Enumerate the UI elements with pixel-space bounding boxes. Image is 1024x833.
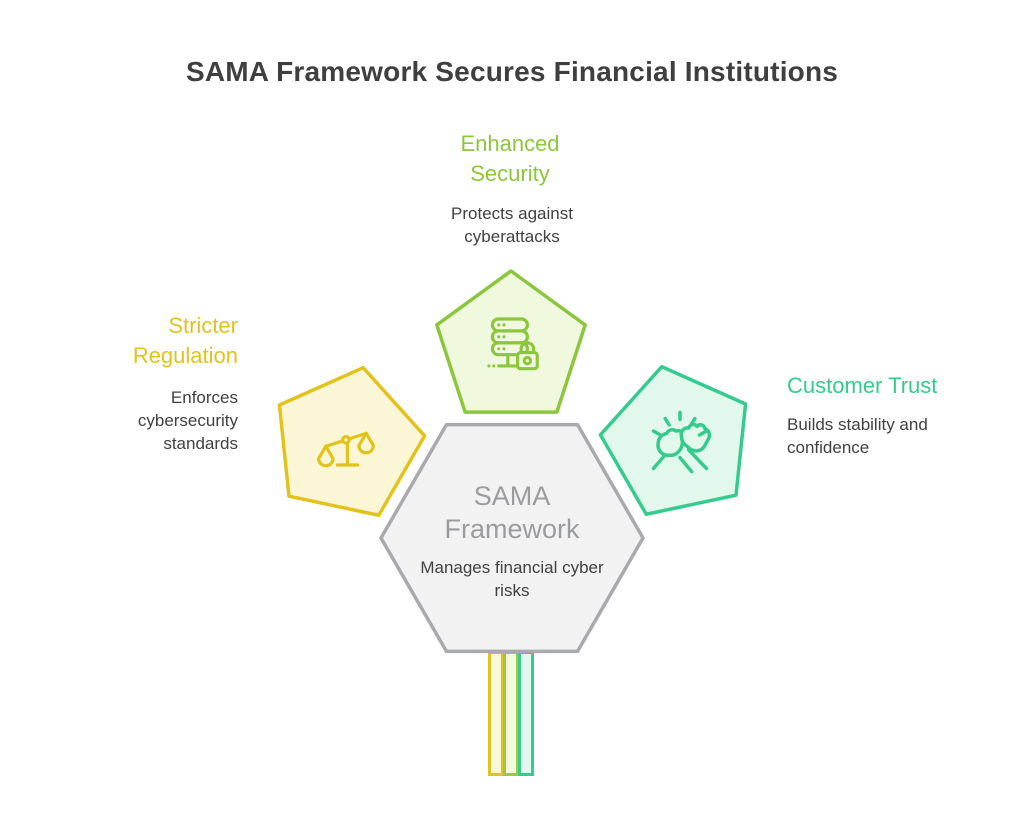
center-hexagon-label: SAMA Framework	[444, 481, 580, 544]
pentagon-shape	[277, 365, 427, 518]
stricter-regulation-pentagon	[277, 365, 427, 518]
fist-bump-icon	[651, 410, 712, 474]
enhanced-security-description: Protects against cyberattacks	[451, 204, 573, 246]
center-hexagon-description: Manages financial cyber risks	[420, 558, 604, 600]
scales-icon	[317, 431, 375, 468]
stricter-regulation-description: Enforces cybersecurity standards	[137, 388, 238, 453]
stem-bar-trust	[518, 651, 534, 776]
customer-trust-description: Builds stability and confidence	[787, 415, 928, 457]
stem-bar-security	[503, 651, 519, 776]
stem-bars	[488, 651, 534, 776]
center-hexagon	[379, 422, 645, 654]
stricter-regulation-label: Stricter Regulation	[132, 313, 238, 368]
stem-bar-regulation	[488, 651, 504, 776]
page-title: SAMA Framework Secures Financial Institu…	[185, 56, 839, 87]
hexagon-shape	[379, 422, 645, 654]
enhanced-security-label: Enhanced Security	[460, 131, 560, 186]
customer-trust-label: Customer Trust	[787, 373, 938, 398]
server-lock-icon	[487, 317, 539, 371]
